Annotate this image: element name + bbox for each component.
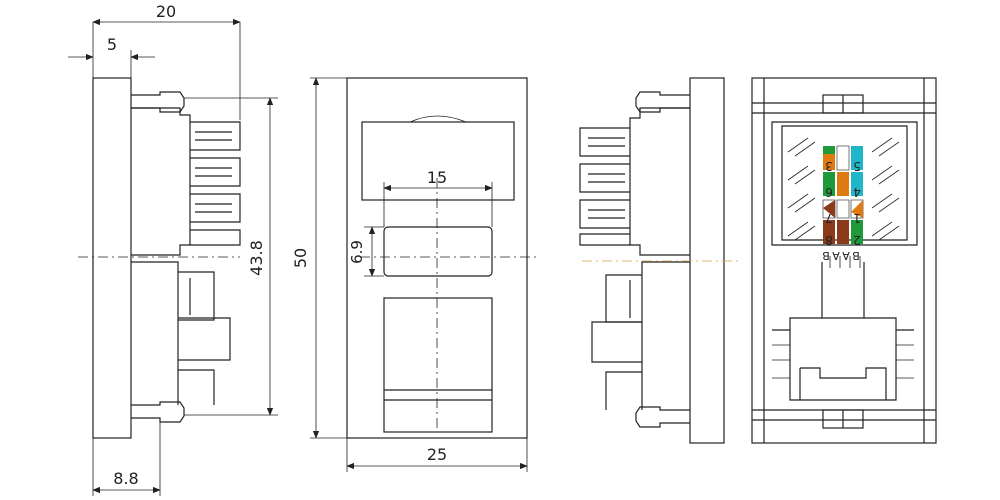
pair-label: B (852, 249, 860, 262)
label-7: 7 (825, 211, 833, 225)
label-4: 4 (853, 185, 861, 199)
pair-label: B (822, 249, 830, 262)
dim-front-width: 25 (427, 445, 447, 464)
wire-colors (822, 145, 864, 244)
dim-front-window-width: 15 (427, 168, 447, 187)
dim-front-height: 50 (291, 248, 310, 268)
label-1: 1 (853, 211, 861, 225)
side-view-right (579, 77, 742, 444)
label-3: 3 (825, 159, 833, 173)
pair-labels: B A A B (822, 249, 860, 262)
dim-side-bottom-width: 8.8 (113, 469, 138, 488)
front-view: 50 25 15 6.9 (291, 77, 540, 472)
rear-view: 3 5 6 4 7 1 8 2 B A A B (751, 77, 937, 444)
label-2: 2 (853, 233, 861, 247)
terminal-labels: 3 5 6 4 7 1 8 2 (825, 159, 861, 247)
idc-slots (787, 137, 900, 241)
label-6: 6 (825, 185, 833, 199)
dim-side-inner-height: 43.8 (247, 240, 266, 276)
side-terminals (190, 121, 241, 246)
dim-side-plate-thickness: 5 (107, 35, 117, 54)
pair-label: A (832, 249, 840, 262)
label-5: 5 (853, 159, 861, 173)
pair-label: A (842, 249, 850, 262)
right-side-terminals (579, 127, 630, 246)
label-8: 8 (825, 233, 833, 247)
side-view-left: 20 5 43.8 8.8 (68, 2, 278, 496)
dim-side-total-width: 20 (156, 2, 176, 21)
dim-front-window-height: 6.9 (348, 240, 366, 264)
